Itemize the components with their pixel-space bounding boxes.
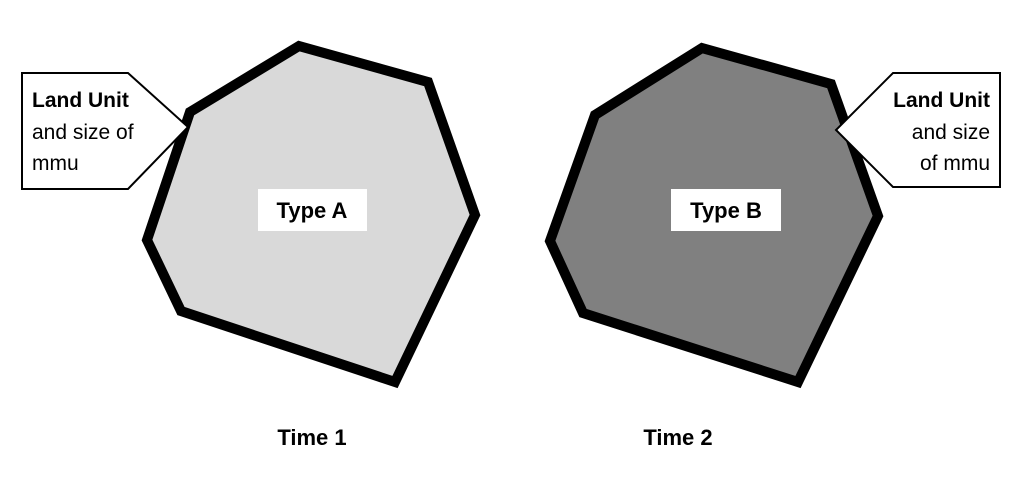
type-label-box-time2 (671, 189, 781, 231)
type-label-box-time1 (258, 189, 367, 231)
callout-title-time2: Land Unit (893, 89, 990, 112)
type-label-time2: Type B (690, 198, 762, 223)
callout-line3-time1: mmu (32, 152, 79, 175)
callout-line2-time1: and size of (32, 121, 134, 144)
callout-line3-time2: of mmu (920, 152, 990, 175)
callout-time1 (21, 72, 190, 190)
time1-panel: Type A Land Unit and size of mmu Time 1 (21, 40, 481, 450)
time-label-1: Time 1 (277, 425, 346, 450)
callout-title-time1: Land Unit (32, 89, 129, 112)
time-label-2: Time 2 (643, 425, 712, 450)
callout-line2-time2: and size (912, 121, 990, 144)
type-label-time1: Type A (277, 198, 348, 223)
callout-time2 (834, 72, 1001, 188)
time2-panel: Type B Land Unit and size of mmu Time 2 (544, 42, 1001, 450)
